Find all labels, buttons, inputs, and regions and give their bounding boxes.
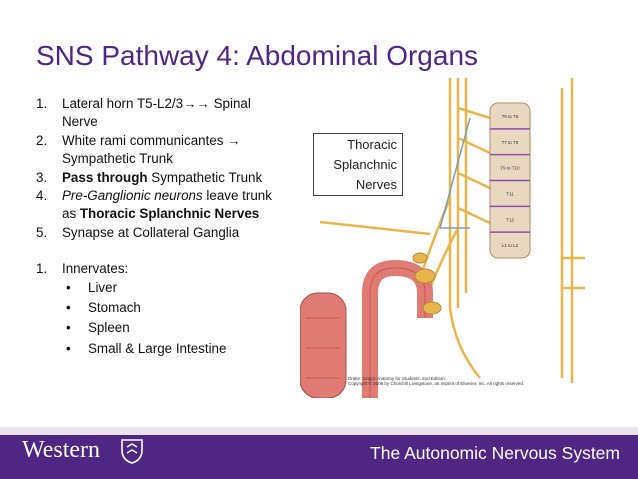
segment-label: T12 [506,217,514,222]
organ-list: • Liver • Stomach • Spleen • Small & Large Inte… [36,279,276,359]
callout-line-2: Splanchnic [333,157,397,172]
organ-item: • Spleen [36,319,276,337]
segment-label: T11 [506,191,514,196]
step-text-part: White rami communicantes → Sympathetic T… [62,132,241,167]
western-logo: Western [22,437,101,463]
bullet-icon: • [66,300,71,316]
bullet-icon: • [66,340,71,356]
figure-credit: Drake: Gray's Anatomy for Students, 2nd … [348,376,524,386]
collateral-ganglia [412,252,442,315]
step-number: 1. [36,96,48,111]
step-number: 2. [36,132,48,148]
step-text: Pre-Ganglionic neurons leave trunk as Th… [62,187,276,224]
organ-item: • Small & Large Intestine [36,340,276,358]
step-text-part: Thoracic Splanchnic Nerves [79,206,260,222]
segment-label: T5 to T6 [502,114,519,119]
footer-bar: Western The Autonomic Nervous System [0,427,638,479]
slide-title: SNS Pathway 4: Abdominal Organs [36,40,479,71]
step-text: Synapse at Collateral Ganglia [62,224,276,242]
nerve-bundles [319,78,585,383]
callout-line-3: Nerves [355,177,397,192]
innervates-label: Innervates: [62,261,129,277]
pathway-step: 5. Synapse at Collateral Ganglia [36,224,276,242]
segment-label: T9 to T10 [500,166,520,171]
organ-item: • Stomach [36,299,276,317]
aorta [300,259,433,398]
step-text: White rami communicantes → Sympathetic T… [62,132,276,169]
pathway-steps: 1. Lateral horn T5-L2/3→→ Spinal Nerve 2. W… [36,95,276,242]
step-text-part: Pass through [62,169,148,185]
step-text-part: Sympathetic Trunk [147,169,263,185]
spacer [36,242,276,260]
crest-icon [121,439,143,464]
bullet-icon: • [66,279,71,295]
innervates-number: 1. [36,261,48,277]
pathway-step: 4. Pre-Ganglionic neurons leave trunk as… [36,187,276,224]
pathway-step: 2. White rami communicantes → Sympathetic… [36,132,276,169]
step-number: 3. [36,169,48,185]
step-text-part: leave trunk as [62,188,272,222]
credit-line-2: Copyright © 2009 by Churchill Livingston… [348,381,525,386]
step-text-part: Pre-Ganglionic neurons [62,188,203,204]
step-text: Pass through Sympathetic Trunk [62,169,276,187]
step-text-part: Lateral horn T5-L2/3→→ Spinal Nerve [62,96,251,130]
callout-line-1: Thoracic [347,137,397,152]
footer-title: The Autonomic Nervous System [370,443,620,463]
segment-label: L1 to L2 [502,243,519,248]
bullet-icon: • [66,320,71,336]
credit-line-1: Drake: Gray's Anatomy for Students, 2nd … [348,376,446,381]
step-text-part: Synapse at Collateral Ganglia [62,224,240,240]
step-number: 5. [36,224,48,240]
segment-label: T7 to T8 [502,140,519,145]
pathway-step: 3. Pass through Sympathetic Trunk [36,169,276,187]
pathway-list: 1. Lateral horn T5-L2/3→→ Spinal Nerve 2. W… [36,95,276,360]
splanchnic-bracket [439,117,471,229]
organ-label: Liver [88,279,118,295]
pathway-step: 1. Lateral horn T5-L2/3→→ Spinal Nerve [36,95,276,132]
organ-item: • Liver [36,279,276,297]
organ-label: Small & Large Intestine [88,340,227,356]
step-number: 4. [36,188,48,204]
thoracic-splanchnic-callout: Thoracic Splanchnic Nerves [313,133,403,196]
organ-label: Spleen [88,320,130,336]
innervates-row: 1. Innervates: [36,260,276,278]
organ-label: Stomach [88,300,141,316]
step-text: Lateral horn T5-L2/3→→ Spinal Nerve [62,95,276,132]
